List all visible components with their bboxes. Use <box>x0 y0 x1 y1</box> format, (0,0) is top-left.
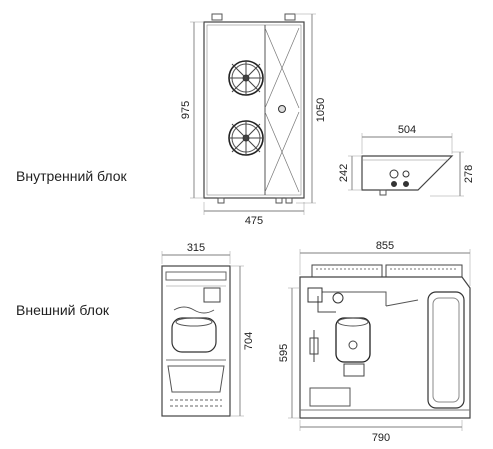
dim-indoor-front-total-height: 1050 <box>315 98 327 122</box>
dim-outdoor-front-width: 855 <box>376 240 394 252</box>
dim-indoor-front-height: 975 <box>180 101 192 119</box>
outdoor-unit-front-view <box>288 249 471 431</box>
dim-outdoor-front-base-width: 790 <box>372 432 390 444</box>
dim-outdoor-side-width: 315 <box>187 242 205 254</box>
dim-outdoor-front-height: 595 <box>278 344 290 362</box>
dim-indoor-side-width: 504 <box>398 124 416 136</box>
indoor-unit-side-view <box>348 133 464 197</box>
fan-icon <box>228 120 264 156</box>
outdoor-unit-label: Внешний блок <box>16 302 109 318</box>
indoor-unit-label: Внутренний блок <box>16 168 127 184</box>
fan-icon <box>228 60 264 96</box>
indoor-unit-front-view <box>190 13 316 215</box>
outdoor-unit-side-view <box>161 251 244 417</box>
dim-indoor-side-height: 242 <box>338 164 350 182</box>
dim-indoor-front-width: 475 <box>245 215 263 227</box>
dim-indoor-side-total-height: 278 <box>463 165 475 183</box>
dim-outdoor-side-height: 704 <box>243 332 255 350</box>
